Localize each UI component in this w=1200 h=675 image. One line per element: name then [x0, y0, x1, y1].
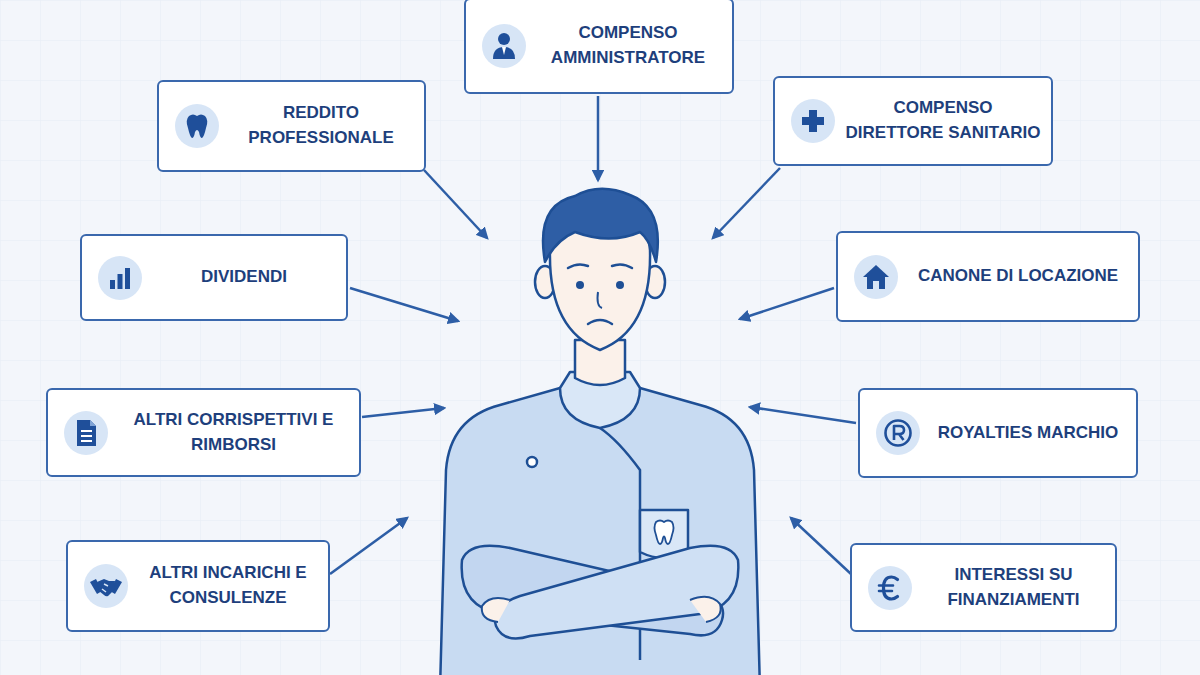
category-icon: [854, 255, 898, 299]
category-icon: [868, 566, 912, 610]
category-icon: [84, 564, 128, 608]
box-label: DIVIDENDI: [144, 261, 344, 294]
income-box: DIVIDENDI: [80, 234, 348, 321]
category-icon: [791, 99, 835, 143]
box-label: ALTRI CORRISPETTIVI E RIMBORSI: [110, 404, 357, 461]
income-box: COMPENSO AMMINISTRATORE: [464, 0, 734, 94]
income-box: REDDITO PROFESSIONALE: [157, 80, 426, 172]
income-box: CANONE DI LOCAZIONE: [836, 231, 1140, 322]
category-icon: [876, 411, 920, 455]
dentist-figure: [440, 189, 760, 675]
income-box: COMPENSO DIRETTORE SANITARIO: [773, 76, 1053, 166]
box-label: COMPENSO DIRETTORE SANITARIO: [837, 92, 1049, 149]
category-icon: [64, 411, 108, 455]
box-label: ALTRI INCARICHI E CONSULENZE: [130, 557, 326, 614]
box-label: COMPENSO AMMINISTRATORE: [528, 17, 728, 74]
box-label: INTERESSI SU FINANZIAMENTI: [914, 559, 1113, 616]
box-label: ROYALTIES MARCHIO: [922, 417, 1134, 450]
category-icon: [98, 256, 142, 300]
box-label: REDDITO PROFESSIONALE: [221, 97, 421, 154]
category-icon: [482, 24, 526, 68]
income-box: ROYALTIES MARCHIO: [858, 388, 1138, 478]
income-box: ALTRI CORRISPETTIVI E RIMBORSI: [46, 388, 361, 477]
category-icon: [175, 104, 219, 148]
income-box: ALTRI INCARICHI E CONSULENZE: [66, 540, 330, 632]
income-box: INTERESSI SU FINANZIAMENTI: [850, 543, 1117, 632]
box-label: CANONE DI LOCAZIONE: [900, 260, 1136, 293]
